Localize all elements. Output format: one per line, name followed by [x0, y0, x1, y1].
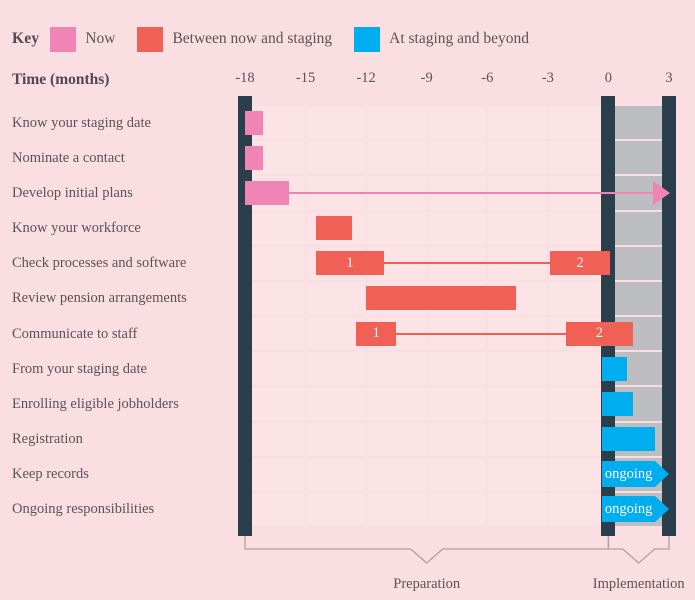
axis-tick-neg15: -15: [295, 70, 316, 86]
task-label: Registration: [12, 431, 83, 448]
phase-brackets: Preparation Implementation: [0, 527, 695, 595]
task-bar-step-number: 1: [346, 254, 354, 271]
phase-bracket-0: [244, 533, 610, 564]
phase-bracket-1: [607, 533, 670, 564]
row-separator: [245, 455, 669, 458]
task-bar: [602, 391, 633, 416]
task-bar-step-number: 2: [595, 325, 603, 342]
task-bar-step-number: 1: [372, 325, 380, 342]
ongoing-arrow-tip: [654, 461, 669, 488]
row-separator: [245, 139, 669, 142]
row-separator: [245, 385, 669, 388]
row-separator: [0, 174, 236, 177]
row-separator: [245, 279, 669, 282]
axis-tick-0: 0: [604, 70, 613, 86]
task-bar: 1: [356, 321, 397, 346]
task-bar-step-number: 2: [576, 254, 584, 271]
axis-tick-neg18: -18: [235, 70, 255, 86]
axis-tick-neg6: -6: [481, 70, 494, 86]
row-separator: [0, 385, 236, 388]
phase-marker-bar: [238, 96, 252, 536]
task-arrow-head: [653, 180, 670, 205]
task-label: Develop initial plans: [12, 184, 133, 201]
row-separator: [0, 104, 236, 106]
ongoing-bar: ongoing: [602, 496, 669, 523]
task-label: Check processes and software: [12, 255, 187, 272]
task-bar: [602, 356, 627, 381]
row-separator: [0, 455, 236, 458]
row-separator: [0, 244, 236, 247]
task-label: From your staging date: [12, 360, 147, 377]
legend-swatch-between: [137, 26, 164, 52]
row-separator: [0, 279, 236, 282]
legend-label-staging: At staging and beyond: [389, 30, 530, 47]
task-connector-line: [396, 332, 567, 335]
task-bar: 2: [549, 251, 611, 276]
task-bar: [245, 145, 264, 170]
phase-bracket-label: Implementation: [592, 576, 685, 592]
task-label: Know your staging date: [12, 114, 151, 131]
row-separator: [0, 139, 236, 142]
ongoing-bar: ongoing: [602, 461, 669, 488]
task-bar: [245, 180, 290, 205]
legend-swatch-staging: [354, 26, 381, 52]
row-separator: [0, 490, 236, 493]
ongoing-arrow-tip: [654, 496, 669, 523]
task-label: Nominate a contact: [12, 149, 125, 166]
row-separator: [245, 209, 669, 212]
task-label: Review pension arrangements: [12, 290, 187, 307]
legend-label-between: Between now and staging: [172, 30, 333, 47]
row-separator: [0, 350, 236, 353]
row-separator: [245, 244, 669, 247]
task-connector-line: [384, 262, 550, 265]
row-separator: [245, 174, 669, 177]
task-label: Know your workforce: [12, 220, 141, 237]
row-separator: [245, 104, 669, 106]
row-separator: [245, 315, 669, 317]
axis-tick-neg3: -3: [541, 70, 554, 86]
row-separator: [0, 420, 236, 423]
row-separator: [245, 350, 669, 353]
task-label: Enrolling eligible jobholders: [12, 395, 179, 412]
phase-marker-bar: [601, 96, 616, 536]
legend-swatch-now: [50, 26, 77, 52]
task-bar: 2: [566, 321, 633, 346]
task-bar: [245, 110, 264, 135]
task-arrow-line: [289, 191, 655, 194]
ongoing-label: ongoing: [602, 496, 655, 523]
row-separator: [0, 209, 236, 212]
phase-bracket-label: Preparation: [393, 576, 461, 592]
axis-tick-neg12: -12: [356, 70, 376, 86]
axis-tick-3: 3: [665, 70, 673, 86]
task-bar: [602, 427, 655, 452]
task-bar: [315, 216, 352, 241]
task-label: Ongoing responsibilities: [12, 501, 155, 518]
task-bar: 1: [315, 251, 385, 276]
plot-area: 1 2 1 2 ongoing ongoing: [238, 96, 676, 536]
row-separator: [245, 490, 669, 493]
axis-title: Time (months): [12, 71, 110, 88]
legend: Key Now Between now and staging At stagi…: [12, 26, 551, 52]
legend-label-now: Now: [85, 30, 116, 47]
task-label: Keep records: [12, 466, 89, 483]
row-separator: [0, 315, 236, 317]
row-separator: [245, 526, 669, 528]
row-separator: [245, 420, 669, 423]
bracket-lines: [244, 533, 670, 564]
phase-marker-bar: [662, 96, 676, 536]
axis-tick-neg9: -9: [420, 70, 433, 86]
ongoing-label: ongoing: [602, 461, 655, 488]
task-label: Communicate to staff: [12, 325, 138, 342]
task-bar: [366, 286, 516, 311]
legend-title: Key: [12, 30, 40, 47]
